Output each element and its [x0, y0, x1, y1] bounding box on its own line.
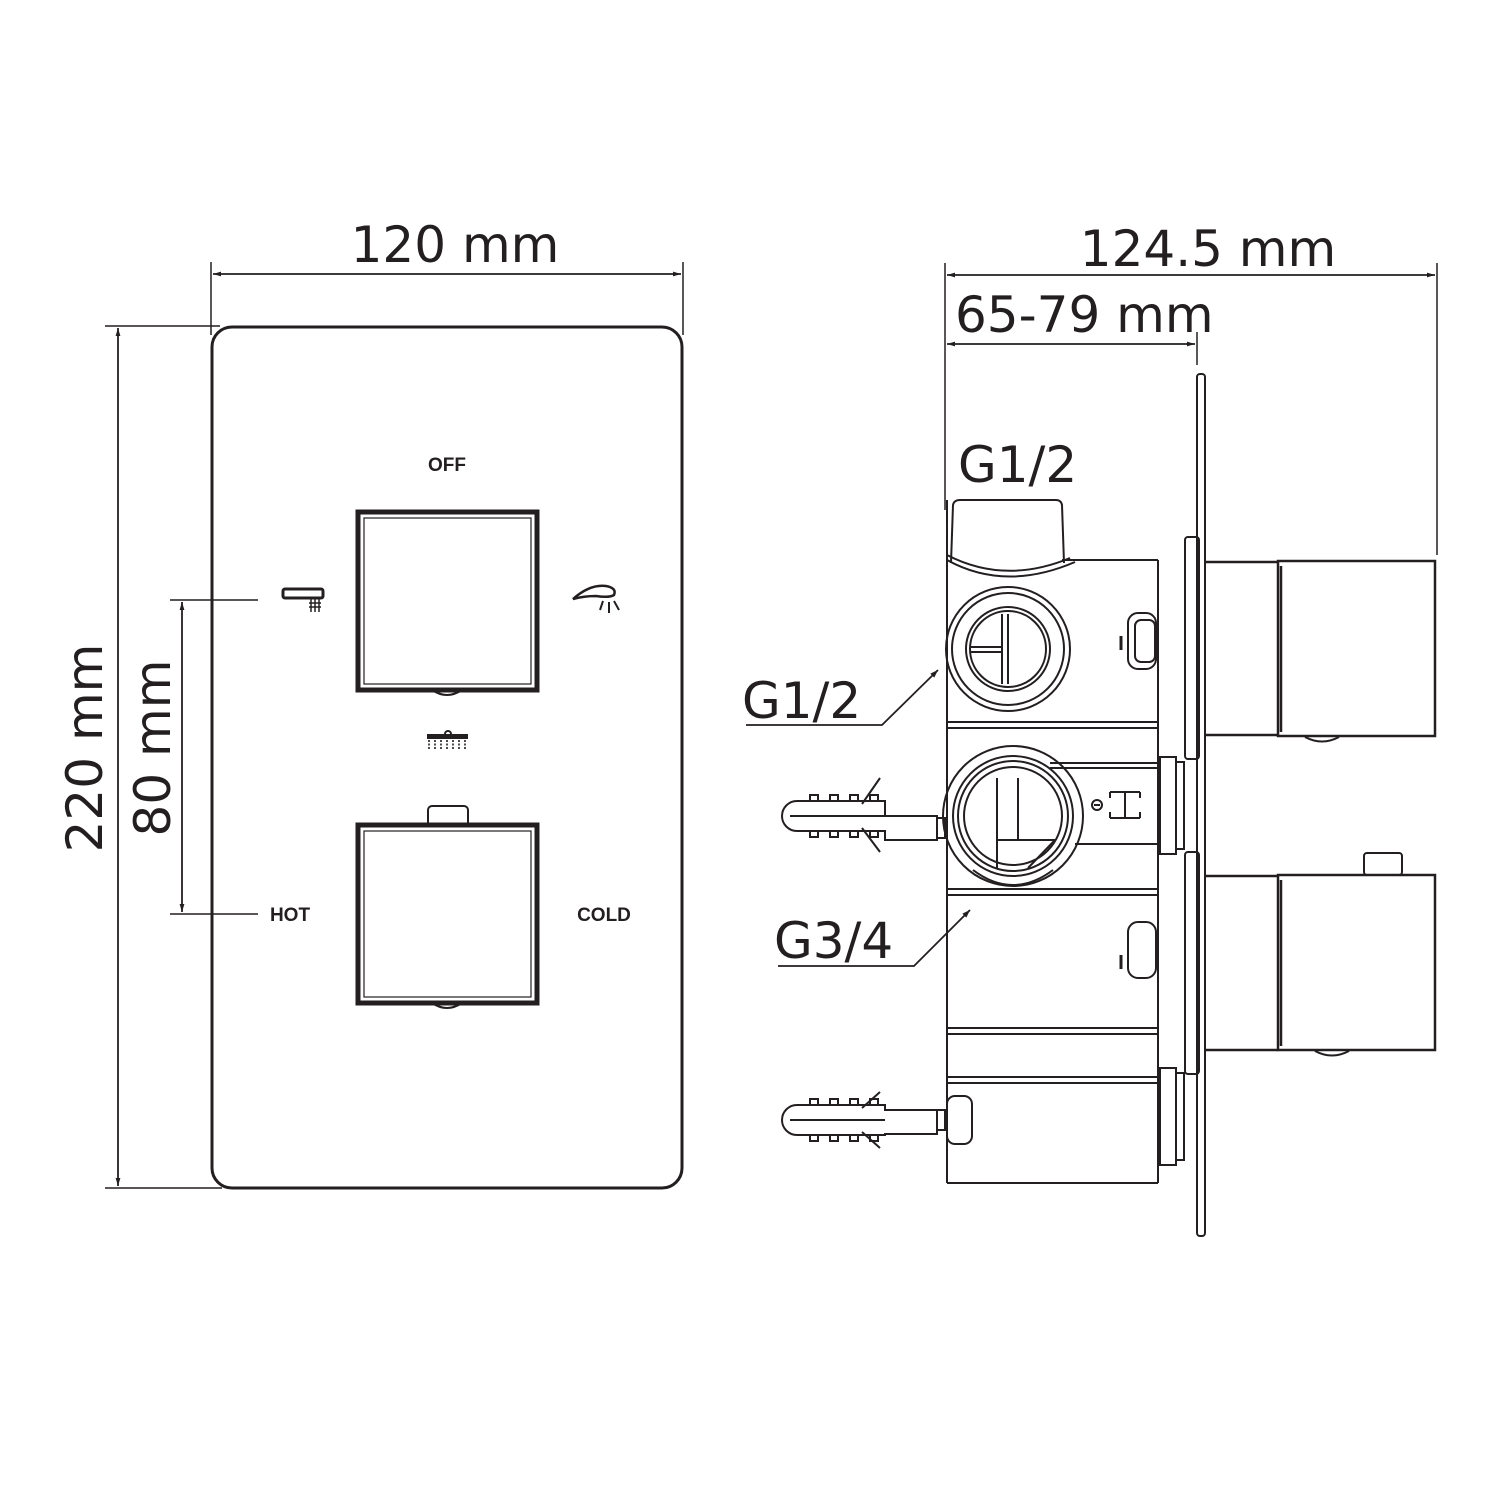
- thread-left-lower-label: G3/4: [774, 912, 893, 970]
- width-dimension: 120 mm: [210, 216, 684, 335]
- diverter-handle[interactable]: [355, 509, 540, 696]
- bath-spout-icon: [281, 587, 325, 612]
- outlet-port-upper: [945, 586, 1071, 712]
- thread-lower-callout: G3/4: [774, 909, 971, 970]
- wall-anchor-lower: [781, 1091, 973, 1149]
- off-label: OFF: [428, 455, 466, 476]
- spacing-dimension-label: 80 mm: [124, 660, 182, 837]
- spacing-dimension: 80 mm: [124, 599, 258, 915]
- thread-upper-callout: G1/2: [742, 669, 939, 730]
- cold-label: COLD: [577, 905, 631, 926]
- thermostat-handle[interactable]: [355, 805, 540, 1009]
- install-depth-dimension: 65-79 mm: [947, 286, 1214, 365]
- overhead-shower-icon: [427, 730, 468, 750]
- hand-shower-icon: [572, 584, 620, 613]
- diverter-handle-side[interactable]: [1205, 559, 1437, 743]
- thermostat-handle-side[interactable]: [1205, 852, 1437, 1057]
- valve-body: [946, 499, 1159, 1184]
- total-depth-dimension: 124.5 mm: [944, 220, 1438, 555]
- wall-plate: [1184, 373, 1206, 1237]
- front-view: 120 mm 220 mm 80 mm OFF: [56, 216, 684, 1190]
- side-view: 124.5 mm 65-79 mm G1/2: [742, 220, 1438, 1237]
- thread-top-label: G1/2: [958, 436, 1077, 494]
- hot-mark-icon: [1091, 791, 1141, 819]
- wall-anchor-upper: [781, 777, 946, 853]
- inlet-port-lower: [942, 745, 1084, 887]
- width-dimension-label: 120 mm: [351, 216, 560, 274]
- height-dimension: 220 mm: [56, 325, 222, 1189]
- height-dimension-label: 220 mm: [56, 644, 114, 853]
- cover-plate: [210, 325, 684, 1190]
- install-depth-label: 65-79 mm: [955, 286, 1214, 344]
- hot-label: HOT: [270, 905, 311, 926]
- side-nuts: [1119, 612, 1185, 1166]
- total-depth-label: 124.5 mm: [1080, 220, 1336, 278]
- thread-left-upper-label: G1/2: [742, 672, 861, 730]
